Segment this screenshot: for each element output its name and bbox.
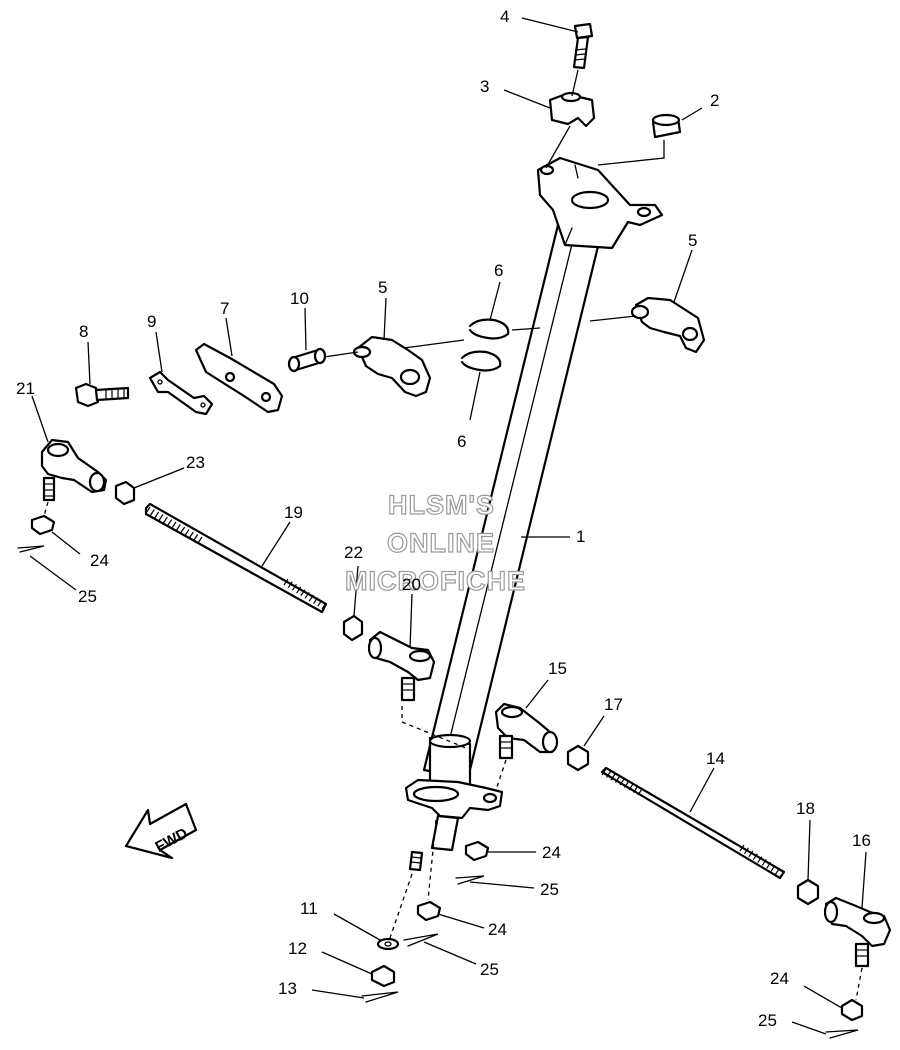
part-20-tie-rod-end xyxy=(367,593,467,749)
callout-24-center: 24 xyxy=(542,843,561,862)
callout-24-left: 24 xyxy=(90,551,109,570)
lower-column-bracket xyxy=(404,733,504,872)
callout-6-top: 6 xyxy=(494,261,503,280)
callout-18: 18 xyxy=(796,799,815,818)
callout-13: 13 xyxy=(278,979,297,998)
fwd-direction-arrow: FWD xyxy=(124,802,198,860)
callout-25-left: 25 xyxy=(78,587,97,606)
callout-19: 19 xyxy=(284,503,303,522)
callout-11: 11 xyxy=(300,899,318,918)
watermark-line-2: ONLINE xyxy=(387,528,495,558)
callout-25-center: 25 xyxy=(540,880,559,899)
callout-5-right: 5 xyxy=(688,231,697,250)
callout-20: 20 xyxy=(402,575,421,594)
callout-22: 22 xyxy=(344,543,363,562)
part-18-nut xyxy=(796,819,820,906)
part-2-plug xyxy=(597,107,703,166)
callout-2: 2 xyxy=(710,91,719,110)
upper-column-bracket xyxy=(536,156,664,250)
part-24-nut-center xyxy=(464,840,536,862)
callout-10: 10 xyxy=(290,289,309,308)
part-25-cotter-right xyxy=(791,1021,859,1039)
callout-24-right: 24 xyxy=(770,969,789,988)
callout-14: 14 xyxy=(706,749,725,768)
callout-labels: 1 2 3 4 5 5 6 6 7 8 9 10 11 12 13 14 15 … xyxy=(16,7,871,1030)
callout-21: 21 xyxy=(16,379,35,398)
callout-3: 3 xyxy=(480,77,489,96)
callout-8: 8 xyxy=(79,322,88,341)
part-23-nut xyxy=(114,467,185,506)
part-14-tie-rod xyxy=(600,766,786,880)
callout-15: 15 xyxy=(548,659,567,678)
part-8-bolt xyxy=(74,341,130,408)
callout-9: 9 xyxy=(147,312,156,331)
watermark-line-1: HLSM'S xyxy=(388,490,495,520)
part-25-cotter-left xyxy=(17,545,77,591)
part-15-tie-rod-end xyxy=(494,679,559,791)
part-24-nut-lower xyxy=(416,819,485,929)
part-3-clamp xyxy=(503,89,596,169)
part-24-nut-left xyxy=(30,514,81,555)
part-5-right-clamp xyxy=(589,249,706,354)
part-9-lock-washer xyxy=(148,331,214,416)
callout-16: 16 xyxy=(852,831,871,850)
part-7-link-plate xyxy=(194,317,284,414)
callout-17: 17 xyxy=(604,695,623,714)
part-21-tie-rod-end xyxy=(31,395,108,517)
part-10-collar xyxy=(287,307,359,373)
part-24-nut-right xyxy=(803,985,864,1022)
callout-5-left: 5 xyxy=(378,278,387,297)
part-12-nut xyxy=(321,951,396,988)
watermark: HLSM'S ONLINE MICROFICHE xyxy=(344,489,526,596)
part-22-nut xyxy=(342,565,364,642)
part-25-cotter-lower xyxy=(403,933,477,965)
watermark-line-3: MICROFICHE xyxy=(345,566,526,596)
part-6-circlips xyxy=(460,281,541,421)
callout-4: 4 xyxy=(500,7,509,26)
part-16-tie-rod-end xyxy=(823,851,892,1001)
part-25-cotter-center xyxy=(455,875,535,889)
part-11-washer xyxy=(333,873,413,951)
callout-25-lower: 25 xyxy=(480,960,499,979)
part-4-bolt xyxy=(521,17,594,97)
part-5-left-bracket xyxy=(352,297,465,398)
part-19-tie-rod xyxy=(144,502,328,614)
callout-25-right: 25 xyxy=(758,1011,777,1030)
callout-6-bottom: 6 xyxy=(457,432,466,451)
callout-7: 7 xyxy=(220,299,229,318)
part-17-nut xyxy=(566,715,605,772)
callout-1: 1 xyxy=(576,527,585,546)
callout-23: 23 xyxy=(186,453,205,472)
callout-12: 12 xyxy=(288,939,307,958)
callout-24-lower: 24 xyxy=(488,920,507,939)
part-13-cotter xyxy=(311,989,399,1003)
